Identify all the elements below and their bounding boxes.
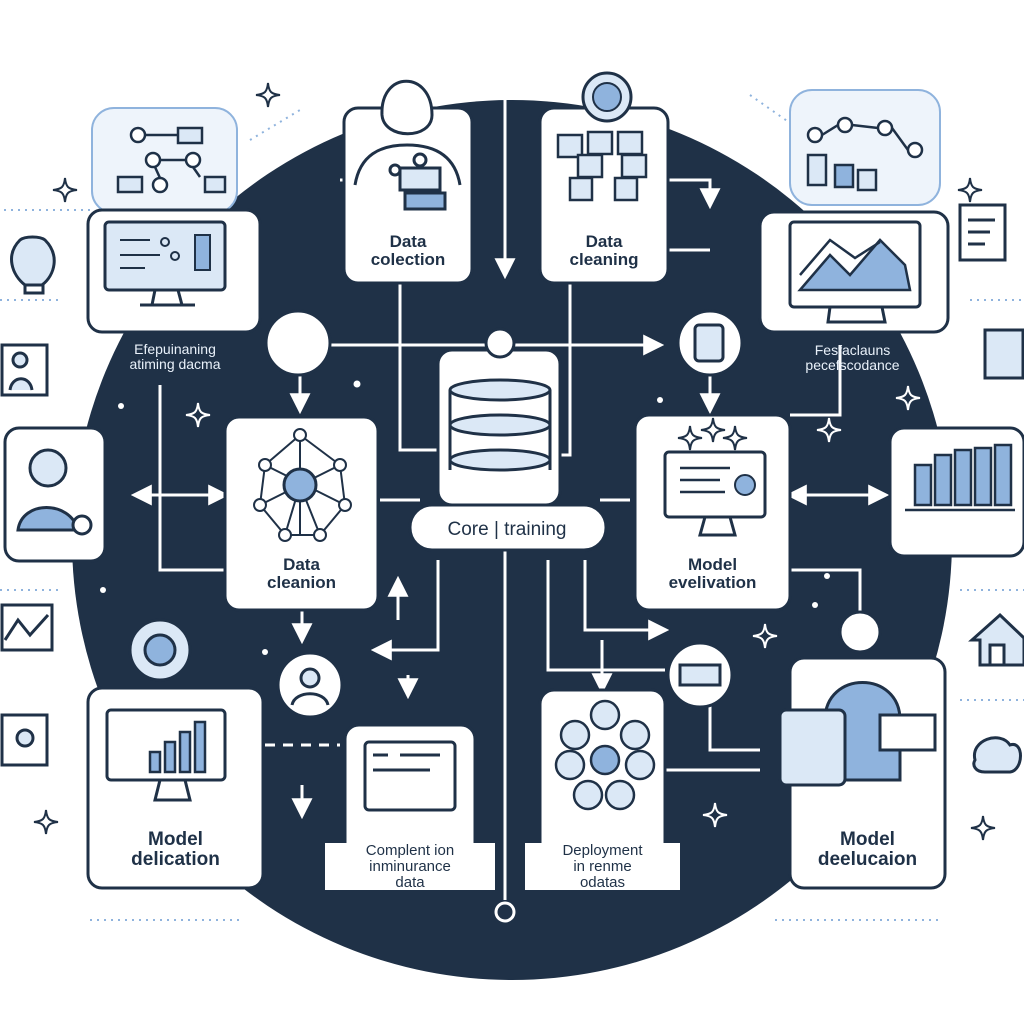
deployment-text: Deployment in renme odatas [525,843,680,891]
line-chart-card [758,210,950,334]
model-deelucaion-card [778,610,947,890]
data-cleaning-card [538,71,670,285]
person-card-left [3,426,107,563]
model-delication-label: Model delication [88,830,263,870]
line-chart-icon [0,603,54,652]
house-icon [968,612,1024,667]
connectors [130,95,890,923]
sparkle-icon [255,82,281,108]
model-delication-text: Model delication [131,829,220,870]
sparkle-icon [33,809,59,835]
right-caption-label: Fesfaclauns pecefscodance [775,342,930,373]
model-evelivation-text: Model evelivation [668,555,757,592]
data-cleanion-text: Data cleanion [267,555,336,592]
data-cleanion-label: Data cleanion [225,556,378,592]
complent-data-label: Complent ion inminurance data [325,843,495,891]
sparkle-icon [957,177,983,203]
data-cleanion-card [223,415,380,612]
left-caption-label: Efepuinaning atiming dacma [95,341,255,372]
model-deelucaion-label: Model deelucaion [790,830,945,870]
computer-dashboard-card [86,208,262,334]
connector-circle-icons [264,309,744,719]
deployment-label: Deployment in renme odatas [525,843,680,891]
model-evelivation-card [633,413,792,612]
complent-data-text: Complent ion inminurance data [325,843,495,891]
lightbulb-icon [10,235,56,295]
core-training-label: Core | training [447,519,567,540]
database-icon [408,327,608,552]
model-evelivation-label: Model evelivation [635,556,790,592]
data-collection-label: Data colection [344,233,472,269]
right-caption-text: Fesfaclauns pecefscodance [805,342,900,373]
data-collection-line-1: Data colection [370,232,446,269]
sparkle-icon [970,815,996,841]
data-collection-card [342,79,474,285]
network-card-top-left [91,107,238,214]
cloud-icon [972,736,1022,774]
left-caption-text: Efepuinaning atiming dacma [129,341,221,372]
deployment-card [538,688,667,882]
clipboard-icon [983,328,1024,380]
sparkle-icon [52,177,78,203]
data-cleaning-line-1: Data cleaning [569,232,639,269]
network-card-top-right [789,89,941,206]
document-icon [958,203,1007,262]
complent-data-card [343,723,477,877]
image-icon [0,713,49,767]
bar-chart-card [888,426,1024,558]
model-delication-card [86,618,265,890]
person-icon [0,343,49,397]
data-cleaning-label: Data cleaning [540,233,668,269]
model-deelucaion-text: Model deelucaion [817,829,918,870]
